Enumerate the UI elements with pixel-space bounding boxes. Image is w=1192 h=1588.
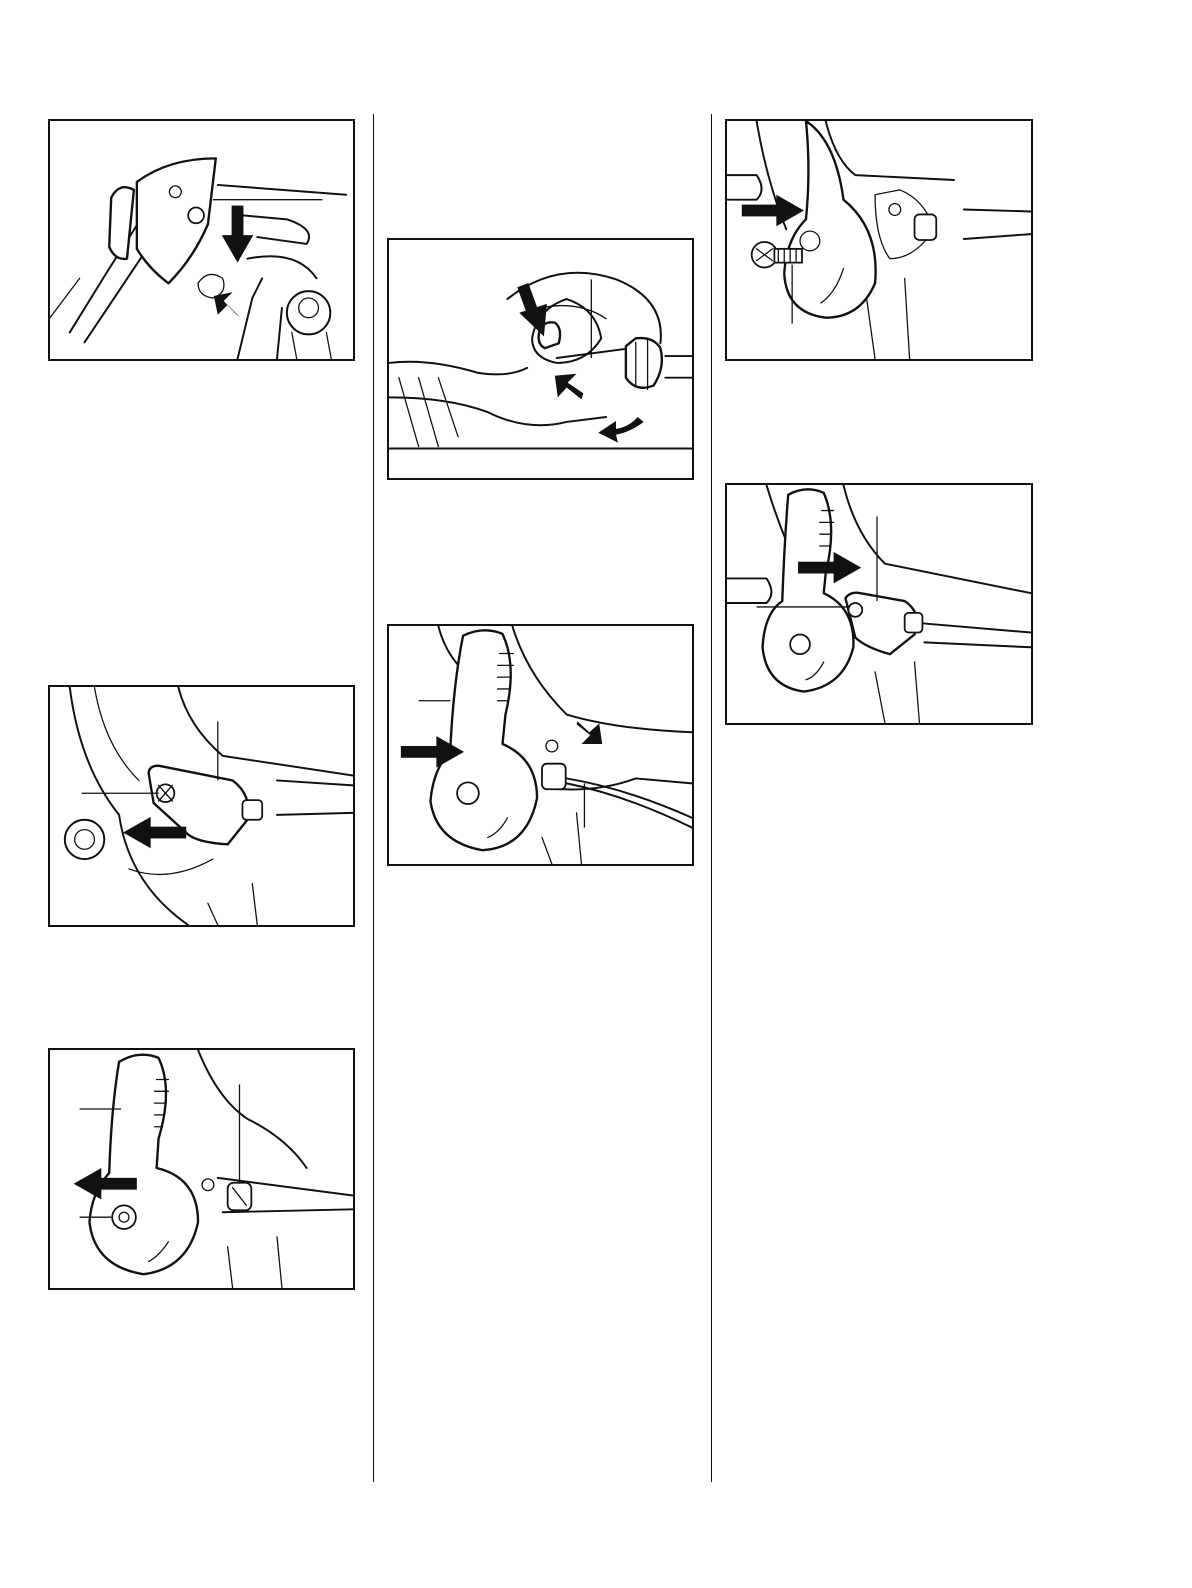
column-divider-right <box>711 114 712 1482</box>
figure-cable-nipple-unhook <box>387 238 694 480</box>
figure-cover-install <box>725 483 1033 725</box>
figure-cover-plate-removal <box>48 119 355 361</box>
figure-lever-removal <box>48 1048 355 1290</box>
illustration-cover-plate <box>50 121 353 359</box>
figure-lever-install <box>387 624 694 866</box>
illustration-lever-removal <box>50 1050 353 1288</box>
illustration-cover-install <box>727 485 1031 723</box>
illustration-screw-insert <box>727 121 1031 359</box>
figure-cover-push-off <box>48 685 355 927</box>
column-divider-left <box>373 114 374 1482</box>
figure-screw-insert <box>725 119 1033 361</box>
illustration-cover-push-off <box>50 687 353 925</box>
illustration-cable-nipple <box>389 240 692 478</box>
illustration-lever-install <box>389 626 692 864</box>
